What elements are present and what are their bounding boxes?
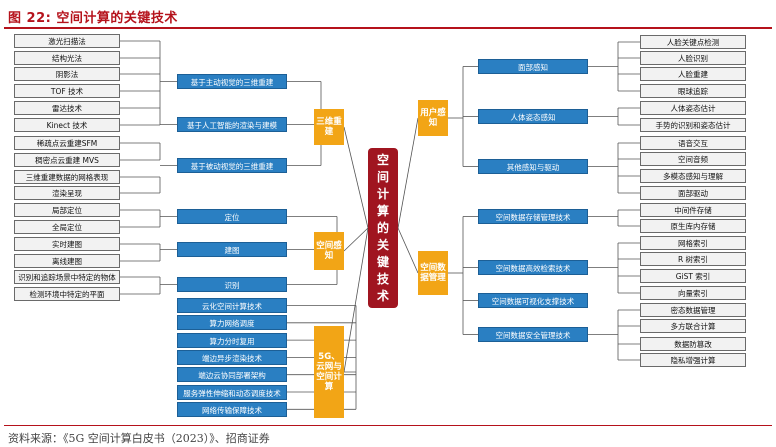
subtopic-box: 空间数据安全管理技术 — [478, 327, 588, 342]
leaf-item: 网格索引 — [640, 236, 746, 250]
subtopic-box: 基于人工智能的渲染与建模 — [177, 117, 287, 132]
leaf-item: 稠密点云重建 MVS — [14, 153, 120, 167]
subtopic-box: 面部感知 — [478, 59, 588, 74]
leaf-item: 结构光法 — [14, 51, 120, 65]
leaf-item: 局部定位 — [14, 203, 120, 217]
subtopic-box: 其他感知与驱动 — [478, 159, 588, 174]
subtopic-box: 云化空间计算技术 — [177, 298, 287, 313]
subtopic-box: 建图 — [177, 242, 287, 257]
leaf-item: 三维重建数据的网格表现 — [14, 170, 120, 184]
leaf-item: 检测环境中特定的平面 — [14, 287, 120, 301]
subtopic-box: 识别 — [177, 277, 287, 292]
category-to-center-line — [343, 227, 369, 373]
subtopic-box: 基于被动视觉的三维重建 — [177, 158, 287, 173]
category-spatial-perception: 空间感知 — [314, 232, 344, 270]
leaf-item: 眼球追踪 — [640, 84, 746, 98]
category-to-center-line — [397, 227, 419, 274]
figure-title: 图 22: 空间计算的关键技术 — [8, 11, 178, 26]
category-spatial-data: 空间数据管理 — [418, 251, 448, 295]
subtopic-box: 人体姿态感知 — [478, 109, 588, 124]
center-node: 空间计算的关键技术 — [368, 148, 398, 308]
leaf-item: 激光扫描法 — [14, 34, 120, 48]
leaf-item: GiST 索引 — [640, 269, 746, 283]
leaf-item: 阴影法 — [14, 67, 120, 81]
leaf-item: 雷达技术 — [14, 101, 120, 115]
leaf-item: 密态数据管理 — [640, 303, 746, 317]
subtopic-box: 端边异步渲染技术 — [177, 349, 287, 365]
category-to-center-line — [343, 227, 369, 252]
subtopic-box: 空间数据可视化支撑技术 — [478, 293, 588, 308]
footer-divider — [4, 425, 772, 426]
leaf-item: 实时建图 — [14, 237, 120, 251]
leaf-item: 原生库内存储 — [640, 219, 746, 233]
category-cloud-network: 5G、云网与空间计算 — [314, 326, 344, 418]
subtopic-box: 网络传输保障技术 — [177, 401, 287, 417]
leaf-item: 语音交互 — [640, 136, 746, 150]
leaf-item: 多方联合计算 — [640, 319, 746, 333]
leaf-item: 全局定位 — [14, 220, 120, 234]
leaf-item: 隐私增强计算 — [640, 353, 746, 367]
leaf-item: 人脸识别 — [640, 51, 746, 65]
leaf-item: 数据防篡改 — [640, 337, 746, 351]
category-user-perception: 用户感知 — [418, 100, 448, 136]
leaf-item: 面部驱动 — [640, 186, 746, 200]
subtopic-box: 算力分时复用 — [177, 332, 287, 348]
leaf-item: Kinect 技术 — [14, 118, 120, 132]
subtopic-box: 定位 — [177, 209, 287, 224]
category-to-center-line — [397, 117, 419, 229]
subtopic-box: 空间数据存储管理技术 — [478, 209, 588, 224]
category-to-center-line — [343, 126, 369, 229]
leaf-item: 人脸关键点检测 — [640, 35, 746, 49]
leaf-item: 人体姿态估计 — [640, 101, 746, 115]
leaf-item: 向量索引 — [640, 286, 746, 300]
leaf-item: 渲染呈现 — [14, 186, 120, 200]
subtopic-box: 服务弹性伸缩和动态调度技术 — [177, 384, 287, 400]
leaf-item: R 树索引 — [640, 252, 746, 266]
leaf-item: TOF 技术 — [14, 84, 120, 98]
leaf-item: 中间件存储 — [640, 203, 746, 217]
leaf-item: 离线建图 — [14, 254, 120, 268]
subtopic-box: 端边云协同部署架构 — [177, 367, 287, 383]
leaf-item: 识别和追踪场景中特定的物体 — [14, 270, 120, 284]
leaf-item: 人脸重建 — [640, 67, 746, 81]
leaf-item: 手势的识别和姿态估计 — [640, 118, 746, 132]
leaf-item: 多模态感知与理解 — [640, 169, 746, 183]
leaf-item: 空间音频 — [640, 152, 746, 166]
subtopic-box: 空间数据高效检索技术 — [478, 260, 588, 275]
leaf-item: 稀疏点云重建SFM — [14, 136, 120, 150]
subtopic-box: 算力网络调度 — [177, 315, 287, 331]
source-note: 资料来源：《5G 空间计算白皮书（2023）》、招商证券 — [8, 432, 270, 445]
subtopic-box: 基于主动视觉的三维重建 — [177, 74, 287, 89]
category-reconstruction: 三维重建 — [314, 109, 344, 145]
title-divider — [4, 27, 772, 29]
